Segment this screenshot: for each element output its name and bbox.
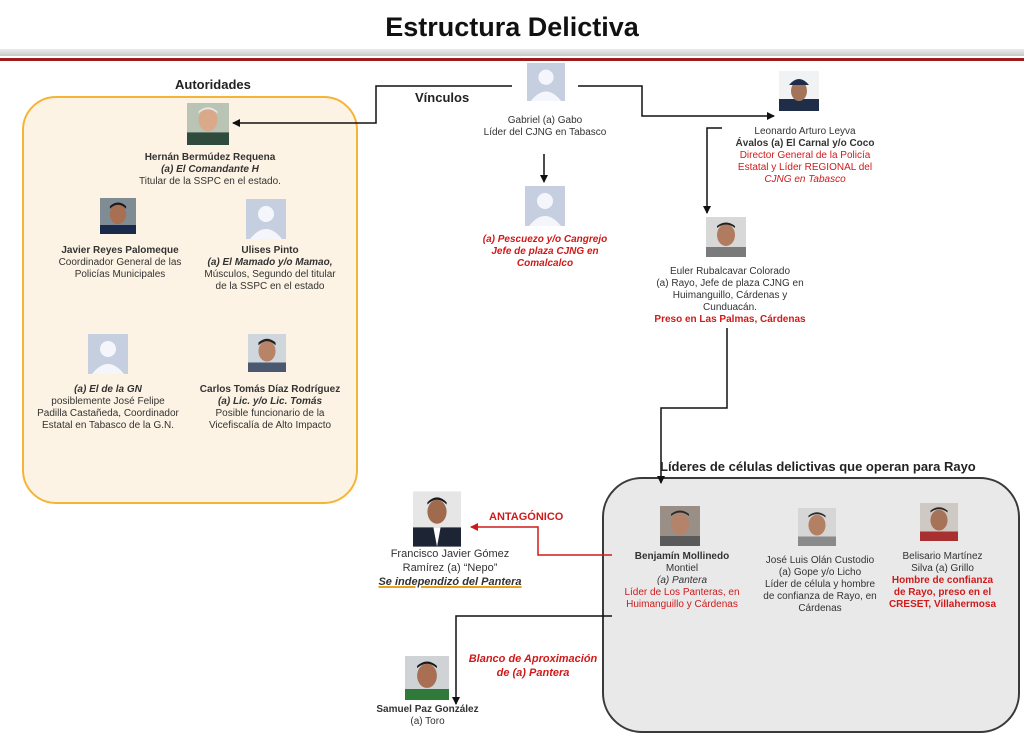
link-gabriel-leonardo	[578, 85, 775, 120]
link-blanco	[452, 615, 612, 705]
person-photo-icon	[920, 503, 958, 541]
person-silhouette-icon	[246, 199, 286, 239]
carlos-photo	[248, 333, 286, 373]
header-divider	[0, 58, 1024, 61]
link-leonardo-euler	[703, 127, 722, 214]
node-hernan: Hernán Bermúdez Requena (a) El Comandant…	[139, 152, 281, 187]
jose-photo	[798, 508, 836, 546]
node-benjamin: Benjamín Mollinedo Montiel (a) Pantera L…	[624, 551, 740, 610]
node-belisario: Belisario Martínez Silva (a) Grillo Homb…	[888, 551, 997, 610]
gn-avatar	[88, 334, 128, 374]
node-pescuezo: (a) Pescuezo y/o Cangrejo Jefe de plaza …	[482, 234, 608, 269]
node-carlos: Carlos Tomás Díaz Rodríguez (a) Lic. y/o…	[199, 384, 341, 431]
pescuezo-avatar	[525, 186, 565, 226]
hernan-photo	[187, 103, 229, 145]
node-javier: Javier Reyes Palomeque Coordinador Gener…	[58, 245, 182, 280]
ulises-avatar	[246, 199, 286, 239]
page-title: Estructura Delictiva	[385, 12, 639, 42]
person-silhouette-icon	[525, 186, 565, 226]
header-band	[0, 49, 1024, 56]
blanco-label: Blanco de Aproximación de (a) Pantera	[468, 653, 598, 679]
person-photo-icon	[187, 103, 229, 145]
node-francisco: Francisco Javier Gómez Ramírez (a) “Nepo…	[378, 548, 522, 588]
link-antagonico	[470, 523, 612, 556]
gabriel-avatar	[527, 63, 565, 101]
node-gn: (a) El de la GN posiblemente José Felipe…	[37, 384, 179, 431]
node-samuel: Samuel Paz González (a) Toro	[376, 704, 479, 727]
person-photo-icon	[798, 508, 836, 546]
node-euler: Euler Rubalcavar Colorado (a) Rayo, Jefe…	[654, 266, 806, 325]
node-gabriel: Gabriel (a) Gabo Líder del CJNG en Tabas…	[483, 115, 607, 138]
node-leonardo: Leonardo Arturo Leyva Ávalos (a) El Carn…	[735, 126, 875, 185]
person-photo-icon	[100, 198, 136, 234]
cells-heading: Líderes de células delictivas que operan…	[660, 459, 976, 474]
leonardo-photo	[779, 70, 819, 112]
person-silhouette-icon	[527, 63, 565, 101]
person-photo-icon	[706, 217, 746, 257]
person-photo-icon	[405, 656, 449, 700]
autoridades-label: Autoridades	[175, 77, 251, 92]
authorities-group	[22, 96, 358, 504]
person-photo-icon	[779, 71, 819, 111]
person-photo-icon	[660, 506, 700, 546]
node-ulises: Ulises Pinto (a) El Mamado y/o Mamao, Mú…	[204, 245, 336, 292]
samuel-photo	[405, 656, 449, 700]
link-euler-cells	[657, 328, 728, 484]
francisco-photo	[413, 491, 461, 547]
belisario-photo	[920, 502, 958, 542]
node-jose: José Luis Olán Custodio (a) Gope y/o Lic…	[763, 555, 877, 614]
person-photo-icon	[248, 334, 286, 372]
vinculos-label: Vínculos	[415, 90, 470, 105]
person-silhouette-icon	[88, 334, 128, 374]
person-photo-icon	[413, 491, 461, 547]
benjamin-photo	[660, 506, 700, 546]
euler-photo	[706, 217, 746, 257]
javier-photo	[100, 197, 136, 235]
link-gabriel-hernan	[232, 85, 512, 127]
antagonico-label: ANTAGÓNICO	[489, 511, 564, 523]
